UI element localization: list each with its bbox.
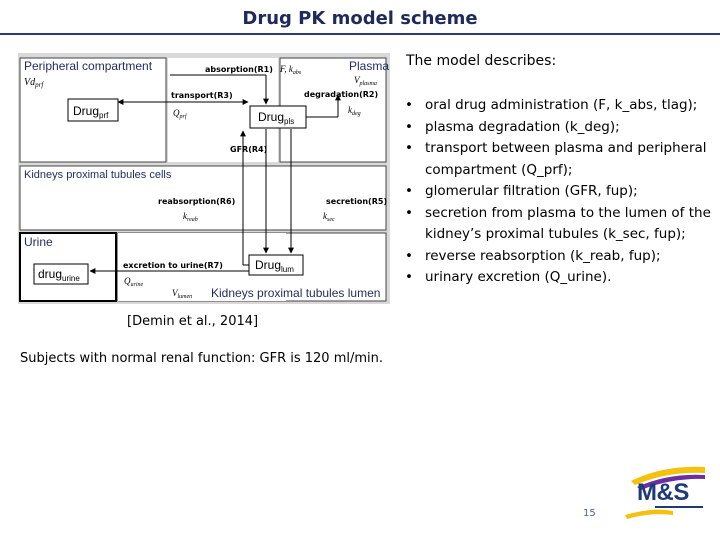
title-underline	[0, 33, 720, 35]
drug-lum-label: Druglum	[255, 258, 294, 274]
r6-label: reabsorption(R6)	[158, 197, 235, 206]
v-lumen-param: Vlumen	[172, 288, 192, 300]
r1-label: absorption(R1)	[205, 65, 273, 74]
r5-label: secretion(R5)	[326, 197, 387, 206]
drug-urine-label: drugurine	[38, 267, 80, 283]
drug-prf-box	[67, 98, 119, 122]
lumen-label: Kidneys proximal tubules lumen	[211, 286, 380, 300]
description-item: •oral drug administration (F, k_abs, tla…	[403, 95, 719, 117]
plasma-label: Plasma	[349, 59, 389, 73]
r7-label: excretion to urine(R7)	[123, 261, 223, 270]
bullet-mark: •	[405, 183, 413, 199]
q-urine-param: Qurine	[124, 276, 144, 288]
subjects-note: Subjects with normal renal function: GFR…	[20, 351, 384, 366]
k-deg-param: kdeg	[348, 105, 361, 117]
logo-bottom-stroke	[625, 509, 673, 519]
description-item: •glomerular filtration (GFR, fup);	[403, 181, 719, 203]
drug-prf-label: Drugprf	[73, 104, 109, 120]
k-sec-param: ksec	[323, 211, 335, 223]
r2-label: degradation(R2)	[304, 90, 378, 99]
bullet-mark: •	[405, 97, 413, 113]
r4-label: GFR(R4)	[230, 145, 267, 154]
f-kabs-param: F, kabs	[279, 64, 302, 76]
drug-urine-box	[33, 263, 89, 285]
bullet-mark: •	[405, 118, 413, 135]
logo-purple-stroke	[637, 474, 705, 490]
q-prf-param: Qprf	[173, 108, 188, 120]
bullet-mark: •	[405, 204, 413, 221]
vd-prf-param: Vdprf	[24, 77, 44, 89]
logo-tagline-rule	[655, 506, 703, 508]
urine-label: Urine	[24, 235, 53, 249]
drug-pls-label: Drugpls	[258, 110, 294, 126]
description-item: •urinary excretion (Q_urine).	[403, 267, 719, 289]
r3-label: transport(R3)	[171, 91, 233, 100]
model-description-list: •oral drug administration (F, k_abs, tla…	[403, 95, 719, 289]
kidney-cells-compartment	[19, 165, 387, 231]
bullet-mark: •	[405, 269, 413, 285]
description-item: •plasma degradation (k_deg);	[403, 117, 719, 139]
company-logo-text: M&S	[637, 479, 689, 506]
description-item: •secretion from plasma to the lumen of t…	[405, 204, 711, 243]
logo-yellow-stroke	[631, 466, 705, 485]
kidney-cells-label: Kidneys proximal tubules cells	[24, 169, 172, 181]
v-plasma-param: Vplasma	[354, 75, 377, 87]
slide-title: Drug PK model scheme	[242, 8, 478, 29]
bullet-mark: •	[405, 140, 413, 156]
description-item: •transport between plasma and peripheral…	[405, 140, 707, 178]
description-heading: The model describes:	[406, 53, 557, 69]
description-item: •reverse reabsorption (k_reab, fup);	[403, 246, 719, 268]
citation: [Demin et al., 2014]	[127, 314, 259, 329]
pk-model-diagram: Peripheral compartment Plasma Kidneys pr…	[18, 53, 390, 304]
peripheral-label: Peripheral compartment	[24, 59, 153, 73]
k-reab-param: kreab	[183, 211, 198, 223]
page-number: 15	[583, 508, 596, 519]
company-logo-swoosh	[625, 466, 705, 519]
bullet-mark: •	[405, 247, 413, 264]
